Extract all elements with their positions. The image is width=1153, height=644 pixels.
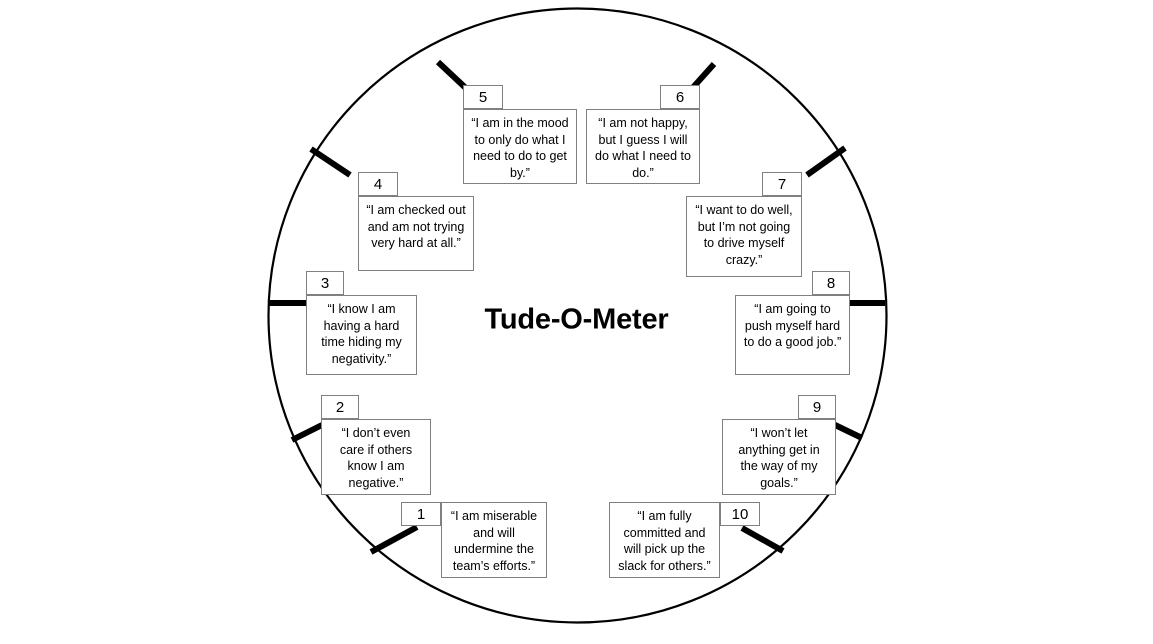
label-text-10: “I am fully committed and will pick up t… — [609, 502, 720, 578]
label-text-7-content: “I want to do well, but I’m not going to… — [695, 203, 793, 267]
label-number-2: 2 — [321, 395, 359, 419]
label-number-8: 8 — [812, 271, 850, 295]
label-text-6: “I am not happy, but I guess I will do w… — [586, 109, 700, 184]
label-text-5: “I am in the mood to only do what I need… — [463, 109, 577, 184]
label-number-6: 6 — [660, 85, 700, 109]
tick-mark-7 — [805, 145, 847, 178]
label-text-2-content: “I don’t even care if others know I am n… — [339, 426, 413, 490]
label-text-10-content: “I am fully committed and will pick up t… — [618, 509, 711, 573]
label-number-4: 4 — [358, 172, 398, 196]
dial-circle — [267, 7, 888, 624]
tick-mark-9 — [831, 421, 864, 441]
tick-mark-1 — [369, 524, 419, 555]
tick-mark-10 — [740, 525, 785, 554]
label-number-9: 9 — [798, 395, 836, 419]
label-text-9: “I won’t let anything get in the way of … — [722, 419, 836, 495]
tick-mark-4 — [309, 146, 352, 178]
label-text-1: “I am miserable and will undermine the t… — [441, 502, 547, 578]
label-text-7: “I want to do well, but I’m not going to… — [686, 196, 802, 277]
label-number-7: 7 — [762, 172, 802, 196]
label-text-4-content: “I am checked out and am not trying very… — [366, 203, 466, 251]
label-text-2: “I don’t even care if others know I am n… — [321, 419, 431, 495]
label-text-4: “I am checked out and am not trying very… — [358, 196, 474, 271]
label-number-5: 5 — [463, 85, 503, 109]
tick-mark-2 — [290, 422, 324, 443]
label-text-8: “I am going to push myself hard to do a … — [735, 295, 850, 375]
label-text-8-content: “I am going to push myself hard to do a … — [743, 302, 842, 350]
label-number-10: 10 — [720, 502, 760, 526]
label-text-3: “I know I am having a hard time hiding m… — [306, 295, 417, 375]
label-text-5-content: “I am in the mood to only do what I need… — [471, 116, 569, 180]
label-text-3-content: “I know I am having a hard time hiding m… — [321, 302, 402, 366]
page-title: Tude-O-Meter — [484, 303, 669, 336]
label-number-3: 3 — [306, 271, 344, 295]
label-text-6-content: “I am not happy, but I guess I will do w… — [595, 116, 691, 180]
label-number-1: 1 — [401, 502, 441, 526]
label-text-9-content: “I won’t let anything get in the way of … — [738, 426, 820, 490]
label-text-1-content: “I am miserable and will undermine the t… — [450, 509, 538, 573]
